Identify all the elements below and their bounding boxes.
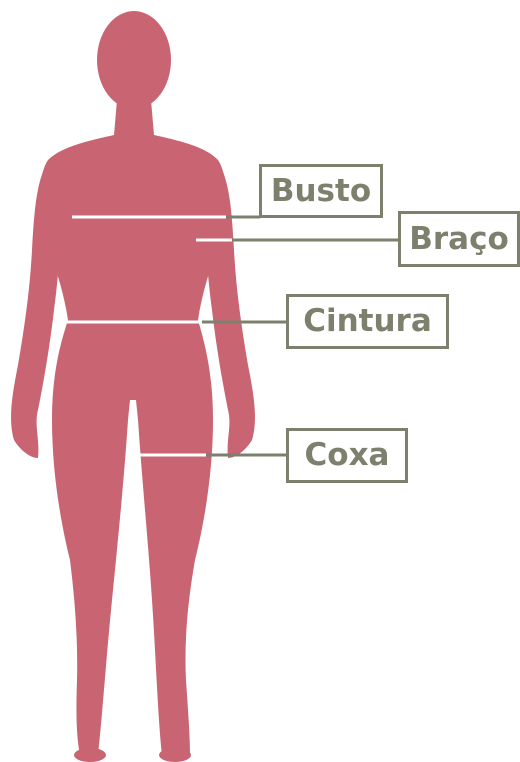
head bbox=[97, 11, 171, 109]
bust-label: Busto bbox=[259, 164, 383, 218]
waist-label: Cintura bbox=[286, 294, 449, 349]
thigh-label: Coxa bbox=[286, 428, 408, 483]
left-foot bbox=[74, 748, 106, 762]
torso-and-legs bbox=[40, 135, 226, 755]
right-foot bbox=[159, 748, 191, 762]
neck bbox=[114, 100, 154, 135]
arm-label: Braço bbox=[398, 211, 520, 267]
body-silhouette bbox=[11, 11, 255, 762]
